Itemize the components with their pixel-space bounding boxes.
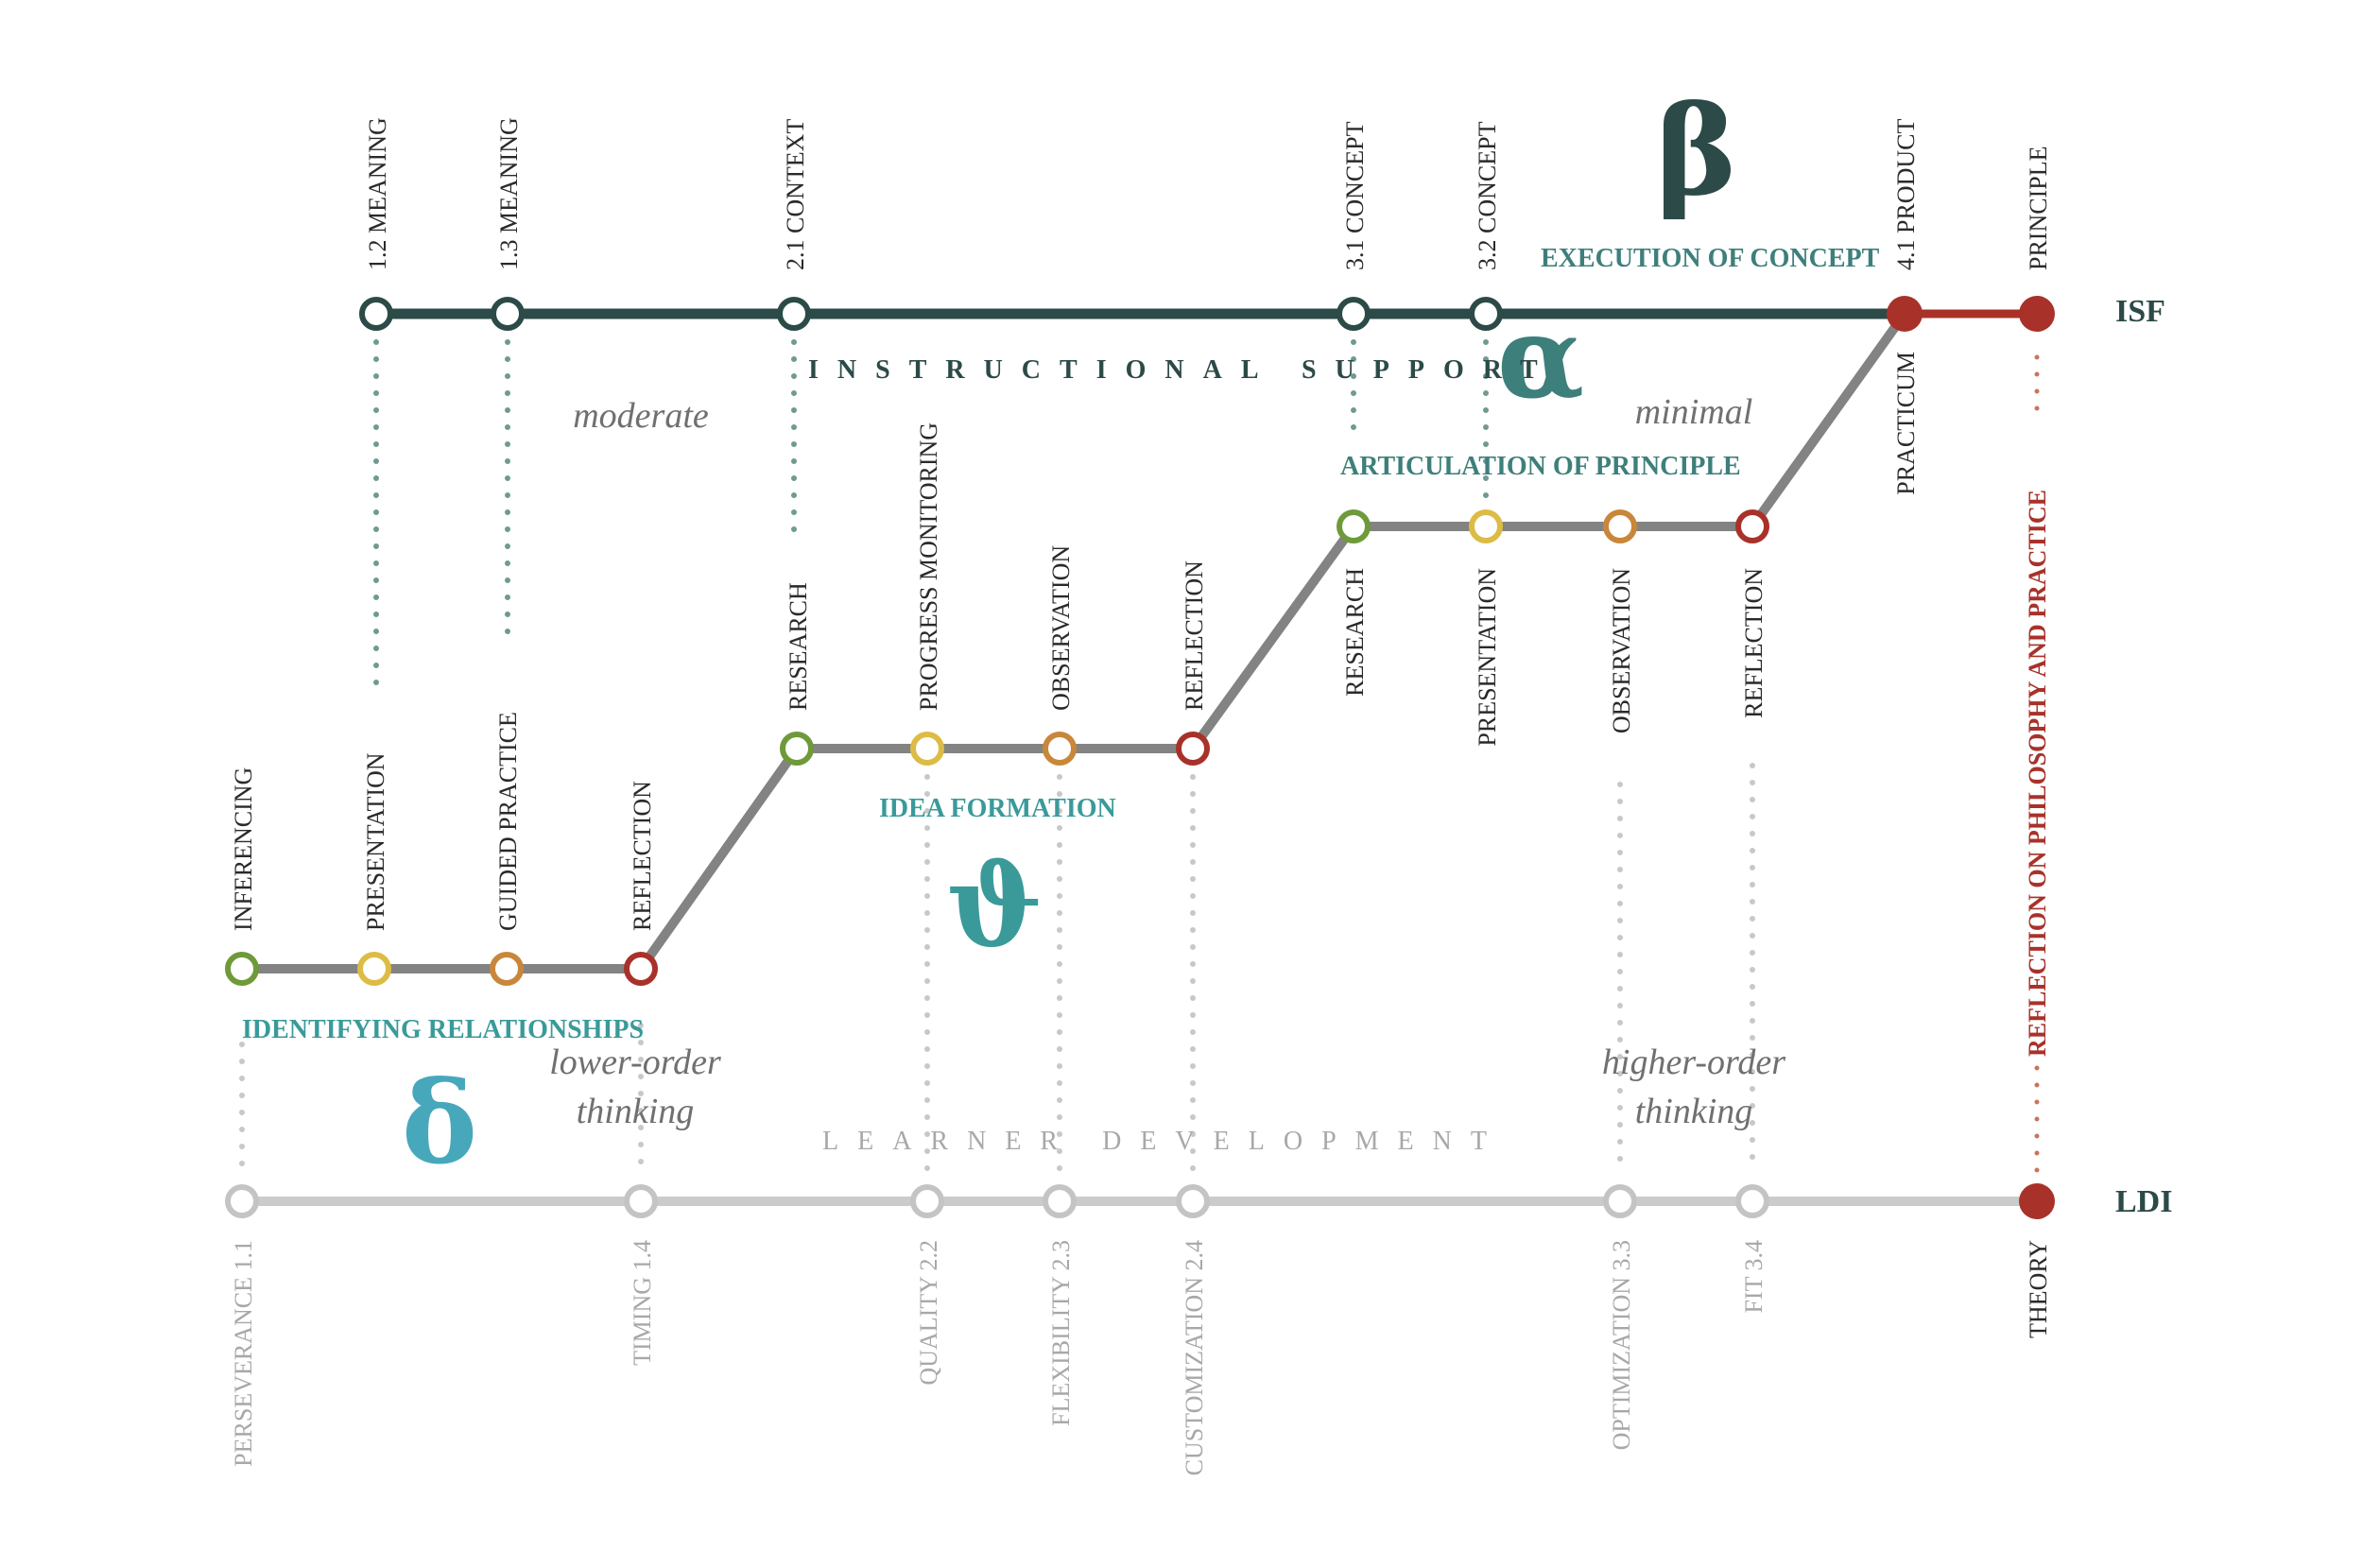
isf-node-filled: [1887, 296, 1923, 332]
axis-label-isf: ISF: [2115, 294, 2165, 329]
stage-step-label: REFLECTION: [1181, 560, 1208, 711]
stage-name: IDEA FORMATION: [879, 794, 1116, 823]
ldi-node-label: QUALITY 2.2: [915, 1240, 942, 1386]
stage-step-label: RESEARCH: [785, 582, 812, 711]
ldi-node: [1603, 1184, 1637, 1218]
stage-step-label: OBSERVATION: [1608, 568, 1635, 733]
stage-step-label: OBSERVATION: [1047, 545, 1075, 711]
ldi-node-label: FLEXIBILITY 2.3: [1047, 1240, 1075, 1426]
isf-node-label: 1.3 MEANING: [495, 117, 523, 270]
stage-step-label: PROGRESS MONITORING: [915, 422, 942, 711]
isf-node: [359, 297, 393, 331]
stage-symbol: δ: [402, 1057, 477, 1190]
guide-dots-layer: [239, 339, 2040, 1175]
annotation-lower-order: lower-order: [549, 1042, 721, 1082]
ldi-node: [1043, 1184, 1077, 1218]
annotation-higher-order-thinking: thinking: [1635, 1092, 1753, 1131]
isf-node-filled: [2019, 296, 2055, 332]
stage-step-node: [1735, 509, 1769, 543]
stage-symbol: β: [1656, 78, 1737, 223]
isf-node-label: 4.1 PRODUCT: [1892, 119, 1920, 270]
isf-node-label: 2.1 CONTEXT: [782, 119, 809, 270]
stage-step-node: [357, 952, 391, 986]
stage-step-label: REFLECTION: [1740, 568, 1768, 718]
isf-node-label: PRINCIPLE: [2025, 146, 2052, 270]
stage-name: IDENTIFYING RELATIONSHIPS: [242, 1015, 644, 1044]
ldi-node-label: THEORY: [2025, 1240, 2052, 1338]
isf-node: [491, 297, 525, 331]
ldi-node-label: PERSEVERANCE 1.1: [230, 1240, 257, 1467]
reflection-vertical-label: REFLECTION ON PHILOSOPHY AND PRACTICE: [2024, 490, 2051, 1057]
ldi-node-label: OPTIMIZATION 3.3: [1608, 1240, 1635, 1450]
stage-step-node: [1603, 509, 1637, 543]
ldi-node-label: CUSTOMIZATION 2.4: [1181, 1240, 1208, 1475]
stage-step-label: PRESENTATION: [1474, 568, 1501, 747]
ldi-node: [624, 1184, 658, 1218]
ldi-node: [1176, 1184, 1210, 1218]
axis-label-ldi: LDI: [2115, 1184, 2172, 1219]
stage-step-node: [910, 732, 944, 766]
isf-node: [1469, 297, 1503, 331]
isf-node-label: 3.1 CONCEPT: [1341, 121, 1369, 270]
stage-step-node: [1337, 509, 1371, 543]
stage-symbol: ϑ: [946, 839, 1043, 973]
band-label-instructional-support: INSTRUCTIONAL SUPPORT: [808, 355, 1557, 385]
stage-step-label: PRACTICUM: [1892, 352, 1920, 495]
stage-symbol: α: [1497, 291, 1584, 424]
ldi-node-label: FIT 3.4: [1740, 1240, 1768, 1314]
stage-step-label: REFLECTION: [629, 781, 656, 931]
stage-name: ARTICULATION OF PRINCIPLE: [1340, 452, 1741, 481]
stage-step-node: [225, 952, 259, 986]
ldi-node: [1735, 1184, 1769, 1218]
annotation-moderate: moderate: [573, 396, 709, 436]
stage-step-label: INFERENCING: [230, 767, 257, 931]
stage-step-node: [1176, 732, 1210, 766]
ldi-node-label: TIMING 1.4: [629, 1240, 656, 1366]
stage-step-node: [780, 732, 814, 766]
stage-step-node: [1043, 732, 1077, 766]
text-layer: 1.2 MEANING 1.3 MEANING 2.1 CONTEXT 3.1 CON…: [230, 78, 2172, 1475]
stage-step-node: [1469, 509, 1503, 543]
isf-node: [1337, 297, 1371, 331]
stage-step-label: RESEARCH: [1341, 568, 1369, 697]
band-label-learner-development: LEARNER DEVELOPMENT: [822, 1127, 1506, 1156]
annotation-higher-order: higher-order: [1602, 1042, 1785, 1082]
ldi-node: [225, 1184, 259, 1218]
stage-step-label: GUIDED PRACTICE: [494, 712, 522, 931]
stage-step-node: [490, 952, 524, 986]
isf-node-label: 1.2 MEANING: [364, 117, 391, 270]
nodes-layer: [225, 296, 2055, 1219]
annotation-minimal: minimal: [1635, 392, 1753, 432]
isf-node: [777, 297, 811, 331]
stage-step-node: [624, 952, 658, 986]
annotation-lower-order-thinking: thinking: [577, 1092, 695, 1131]
isf-node-label: 3.2 CONCEPT: [1474, 121, 1501, 270]
ldi-node-filled: [2019, 1183, 2055, 1219]
stage-step-label: PRESENTATION: [362, 752, 389, 931]
ldi-node: [910, 1184, 944, 1218]
stage-name: EXECUTION OF CONCEPT: [1541, 244, 1880, 273]
